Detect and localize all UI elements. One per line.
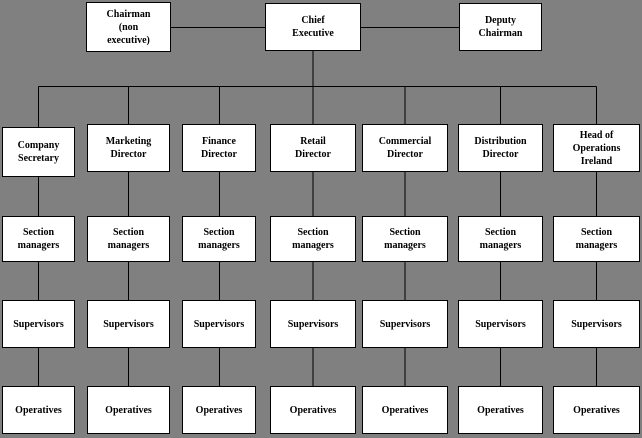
node-section-managers-4: Section managers [270,216,356,262]
node-chairman: Chairman (non executive) [86,2,171,52]
node-section-managers-1: Section managers [2,216,75,262]
director-drop-connectors [37,86,598,127]
node-marketing-director: Marketing Director [87,124,170,172]
node-head-of-operations-ireland: Head of Operations Ireland [553,124,640,172]
node-operatives-2: Operatives [87,386,170,434]
node-operatives-3: Operatives [182,386,256,434]
section-to-supervisor-connectors [37,262,598,300]
node-commercial-director: Commercial Director [362,124,448,172]
node-section-managers-2: Section managers [87,216,170,262]
node-section-managers-3: Section managers [182,216,256,262]
node-operatives-4: Operatives [270,386,356,434]
node-supervisors-3: Supervisors [182,300,256,348]
node-section-managers-7: Section managers [553,216,640,262]
node-supervisors-7: Supervisors [553,300,640,348]
node-finance-director: Finance Director [182,124,256,172]
node-operatives-6: Operatives [458,386,543,434]
node-supervisors-4: Supervisors [270,300,356,348]
node-chief-executive: Chief Executive [265,3,361,51]
node-supervisors-5: Supervisors [362,300,448,348]
node-operatives-1: Operatives [2,386,75,434]
director-to-section-connectors [37,172,598,216]
node-supervisors-1: Supervisors [2,300,75,348]
node-operatives-7: Operatives [553,386,640,434]
supervisor-to-operative-connectors [37,348,598,386]
node-company-secretary: Company Secretary [2,127,75,177]
node-distribution-director: Distribution Director [458,124,543,172]
node-supervisors-2: Supervisors [87,300,170,348]
node-section-managers-5: Section managers [362,216,448,262]
node-retail-director: Retail Director [270,124,356,172]
node-section-managers-6: Section managers [458,216,543,262]
level1-connectors [38,26,597,88]
node-deputy-chairman: Deputy Chairman [459,3,542,51]
node-supervisors-6: Supervisors [458,300,543,348]
node-operatives-5: Operatives [362,386,448,434]
